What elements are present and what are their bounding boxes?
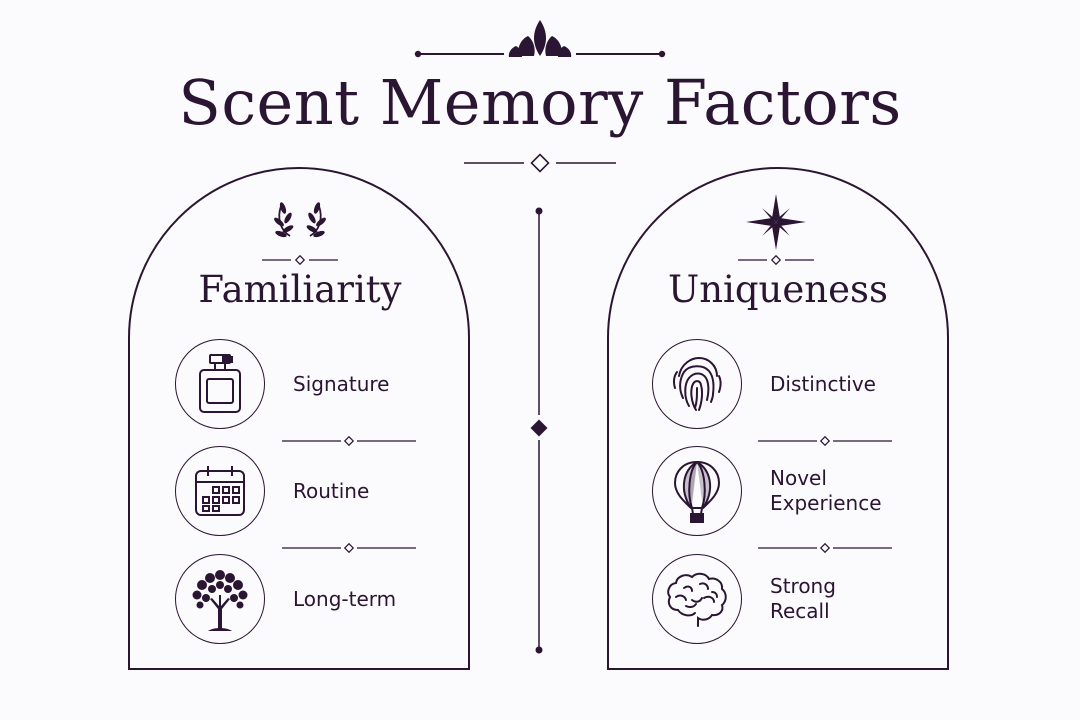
item-label: Novel Experience — [770, 466, 882, 515]
item-separator — [758, 435, 892, 554]
perfume-bottle-icon — [199, 354, 241, 413]
item-separator — [282, 435, 416, 554]
icon-circle — [175, 554, 265, 644]
item-label: Distinctive — [770, 371, 876, 396]
uniqueness-heading: Uniqueness — [668, 268, 888, 311]
center-divider — [530, 207, 548, 654]
item-label: Routine — [293, 478, 370, 503]
uniqueness-emblem-divider — [738, 254, 814, 266]
familiarity-heading: Familiarity — [198, 268, 402, 311]
list-item-strong-recall: Strong Recall — [652, 552, 920, 646]
item-label: Strong Recall — [770, 574, 836, 623]
familiarity-emblem-divider — [262, 254, 338, 266]
compass-star-icon — [746, 194, 806, 250]
title-ornament — [414, 20, 666, 58]
item-label: Long-term — [293, 586, 397, 611]
laurel-wreath-icon — [274, 202, 326, 238]
uniqueness-arch — [607, 167, 949, 670]
list-item-distinctive: Distinctive — [652, 337, 920, 431]
title-divider — [464, 153, 616, 173]
fingerprint-icon — [672, 356, 722, 411]
list-item-signature: Signature — [175, 337, 443, 431]
item-label: Signature — [293, 371, 390, 396]
brain-icon — [667, 572, 727, 627]
calendar-icon — [195, 466, 245, 516]
icon-circle — [652, 339, 742, 429]
icon-circle — [175, 446, 265, 536]
icon-circle — [175, 339, 265, 429]
list-item-long-term: Long-term — [175, 552, 443, 646]
list-item-routine: Routine — [175, 444, 443, 538]
list-item-novel-experience: Novel Experience — [652, 444, 920, 538]
lotus-flourish-icon — [508, 20, 572, 57]
tree-icon — [192, 570, 248, 631]
familiarity-arch — [128, 167, 470, 670]
icon-circle — [652, 554, 742, 644]
icon-circle — [652, 446, 742, 536]
page-title: Scent Memory Factors — [178, 66, 902, 139]
hot-air-balloon-icon — [673, 460, 721, 523]
